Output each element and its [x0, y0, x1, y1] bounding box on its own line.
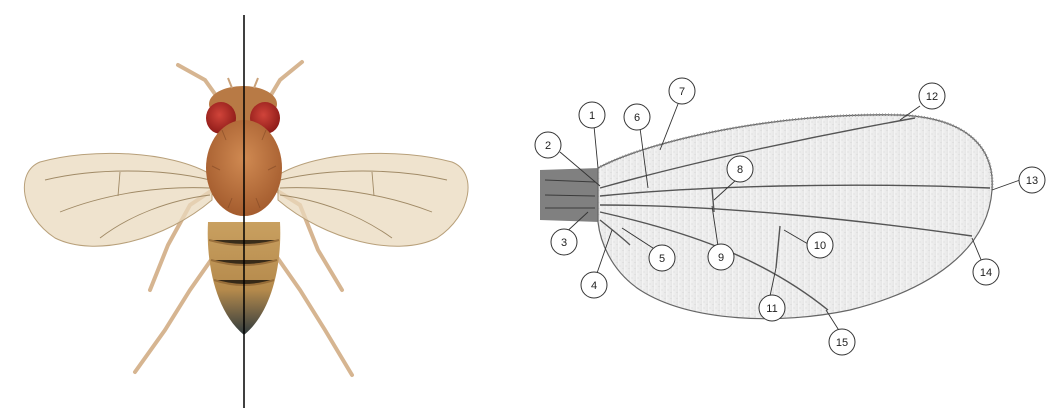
- callout-13: 13: [1019, 167, 1045, 193]
- svg-text:13: 13: [1026, 175, 1038, 187]
- callout-5: 5: [649, 245, 675, 271]
- callout-2: 2: [535, 132, 561, 158]
- fly-wing-right: [278, 153, 468, 246]
- svg-text:8: 8: [737, 164, 743, 176]
- svg-text:6: 6: [634, 112, 640, 124]
- callout-4: 4: [581, 272, 607, 298]
- callout-12: 12: [919, 83, 945, 109]
- svg-text:12: 12: [926, 91, 938, 103]
- callout-9: 9: [708, 244, 734, 270]
- wing-diagram: 1 2 3 4 5 6 7 8 9 10 11 12 13 14 15: [535, 78, 1045, 355]
- svg-text:1: 1: [589, 110, 595, 122]
- fly-wing-left: [24, 153, 212, 246]
- svg-text:9: 9: [718, 252, 724, 264]
- callout-7: 7: [669, 78, 695, 104]
- fly-illustration: [24, 62, 468, 375]
- svg-text:4: 4: [591, 280, 597, 292]
- callout-10: 10: [807, 232, 833, 258]
- svg-text:15: 15: [836, 337, 848, 349]
- svg-text:14: 14: [980, 267, 992, 279]
- svg-text:7: 7: [679, 86, 685, 98]
- svg-text:3: 3: [561, 237, 567, 249]
- callout-11: 11: [759, 295, 785, 321]
- callout-14: 14: [973, 259, 999, 285]
- callout-1: 1: [579, 102, 605, 128]
- callout-3: 3: [551, 229, 577, 255]
- svg-text:10: 10: [814, 240, 826, 252]
- callout-6: 6: [624, 104, 650, 130]
- callout-15: 15: [829, 329, 855, 355]
- svg-text:5: 5: [659, 253, 665, 265]
- callout-8: 8: [727, 156, 753, 182]
- svg-text:2: 2: [545, 140, 551, 152]
- svg-text:11: 11: [766, 303, 777, 315]
